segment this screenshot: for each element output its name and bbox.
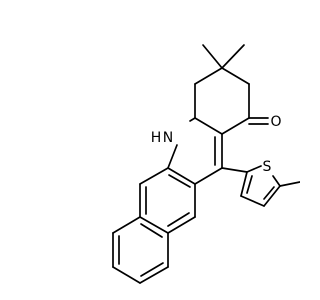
bond [194,117,223,135]
bond [167,167,196,185]
bond [139,216,169,234]
bond [246,165,262,173]
bond-methyl [221,44,245,69]
bond [240,195,265,207]
nh-hydrogen-label: H [151,130,162,146]
structure-canvas: N H O S [112,44,300,284]
bond [240,171,248,197]
sulfur-atom-label: S [263,159,272,175]
bond [112,266,141,284]
bond-methyl [202,44,223,69]
bond [167,144,178,169]
bond [263,185,281,207]
bond [194,167,223,185]
nitrogen-atom-label: N [163,130,173,146]
bond-double-inner [140,223,163,238]
bond [221,67,250,85]
bond [139,266,169,284]
molecule-structure: N H O S [112,44,300,284]
bond [272,175,281,187]
bond-double-inner [167,212,190,227]
bond [189,117,196,122]
oxygen-atom-label: O [270,114,281,130]
bond-methyl [279,181,300,187]
bond [139,167,169,185]
bond [221,167,248,173]
bond-double-inner [263,186,275,200]
bond [112,216,141,234]
bond [194,67,223,85]
bond [167,216,196,234]
bond-double-inner [168,174,191,188]
bond-double-inner [246,175,253,194]
bond [221,117,250,135]
bond-double-inner [140,262,164,277]
